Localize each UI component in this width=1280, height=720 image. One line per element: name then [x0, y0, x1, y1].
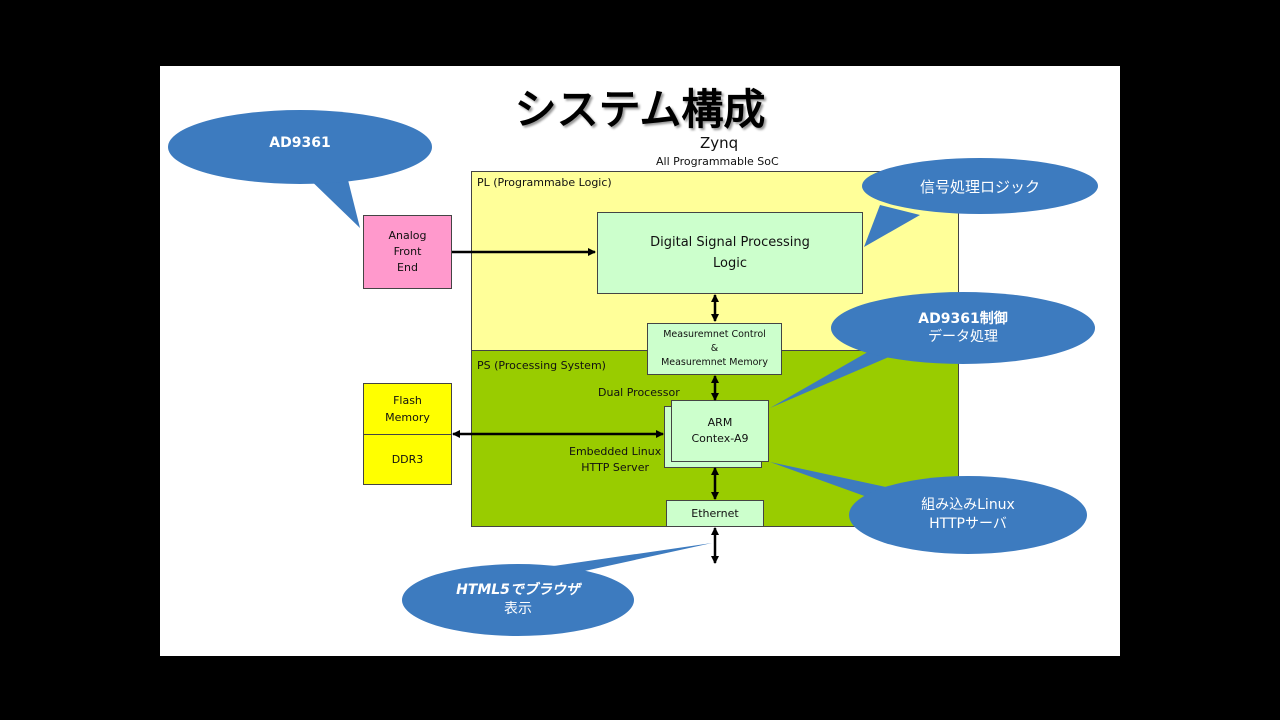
signal-logic-bubble: 信号処理ロジック	[862, 158, 1098, 214]
meas-line-3: Measuremnet Memory	[661, 357, 768, 368]
arm-cortex-block: ARM Contex-A9	[671, 400, 769, 462]
signal-logic-bubble-text: 信号処理ロジック	[919, 177, 1040, 196]
html5-bubble-tail	[540, 543, 712, 572]
analog-front-end-block: Analog Front End	[363, 215, 452, 289]
embedded-line-2: HTTP Server	[581, 461, 649, 474]
dsp-line-1: Digital Signal Processing	[650, 235, 810, 250]
embedded-linux-label: Embedded Linux HTTP Server	[569, 444, 661, 476]
flash-memory-block: Flash Memory	[363, 383, 452, 435]
slide-title: システム構成	[514, 85, 766, 134]
ad9361-control-bubble: AD9361制御 データ処理	[831, 292, 1095, 364]
zynq-subtitle: All Programmable SoC	[656, 155, 779, 168]
ddr3-block: DDR3	[363, 434, 452, 485]
flash-line-1: Flash	[393, 394, 422, 407]
html5-bubble-line-1: HTML5でブラウザ	[456, 582, 580, 598]
afe-line-2: Front	[393, 245, 422, 258]
embedded-linux-bubble-tail	[770, 462, 900, 498]
afe-line-1: Analog	[388, 229, 427, 242]
flash-line-2: Memory	[385, 411, 430, 424]
dsp-logic-block: Digital Signal Processing Logic	[597, 212, 863, 294]
ad9361-control-bubble-tail	[770, 345, 905, 408]
meas-line-1: Measuremnet Control	[663, 329, 766, 340]
embedded-linux-bubble-line-2: HTTPサーバ	[929, 516, 1007, 532]
ethernet-block: Ethernet	[666, 500, 764, 527]
arm-line-2: Contex-A9	[691, 432, 749, 445]
ps-label: PS (Processing System)	[477, 359, 606, 372]
meas-line-2: &	[710, 343, 719, 354]
ad9361-control-line-1: AD9361制御	[918, 311, 1008, 327]
embedded-linux-bubble: 組み込みLinux HTTPサーバ	[849, 476, 1087, 554]
ad9361-bubble-text: AD9361	[269, 135, 331, 151]
signal-logic-bubble-tail	[864, 205, 920, 247]
zynq-title: Zynq	[700, 134, 739, 152]
embedded-line-1: Embedded Linux	[569, 445, 662, 458]
arm-line-1: ARM	[707, 416, 733, 429]
pl-label: PL (Programmabe Logic)	[477, 176, 612, 189]
ad9361-control-line-2: データ処理	[928, 329, 998, 345]
html5-bubble: HTML5でブラウザ 表示	[402, 564, 634, 636]
measurement-control-block: Measuremnet Control & Measuremnet Memory	[647, 323, 782, 375]
dsp-line-2: Logic	[713, 256, 747, 271]
afe-line-3: End	[397, 261, 418, 274]
ad9361-bubble: AD9361	[168, 110, 432, 184]
embedded-linux-bubble-line-1: 組み込みLinux	[921, 497, 1015, 513]
dual-processor-label: Dual Processor	[598, 386, 680, 399]
html5-bubble-line-2: 表示	[504, 601, 532, 617]
